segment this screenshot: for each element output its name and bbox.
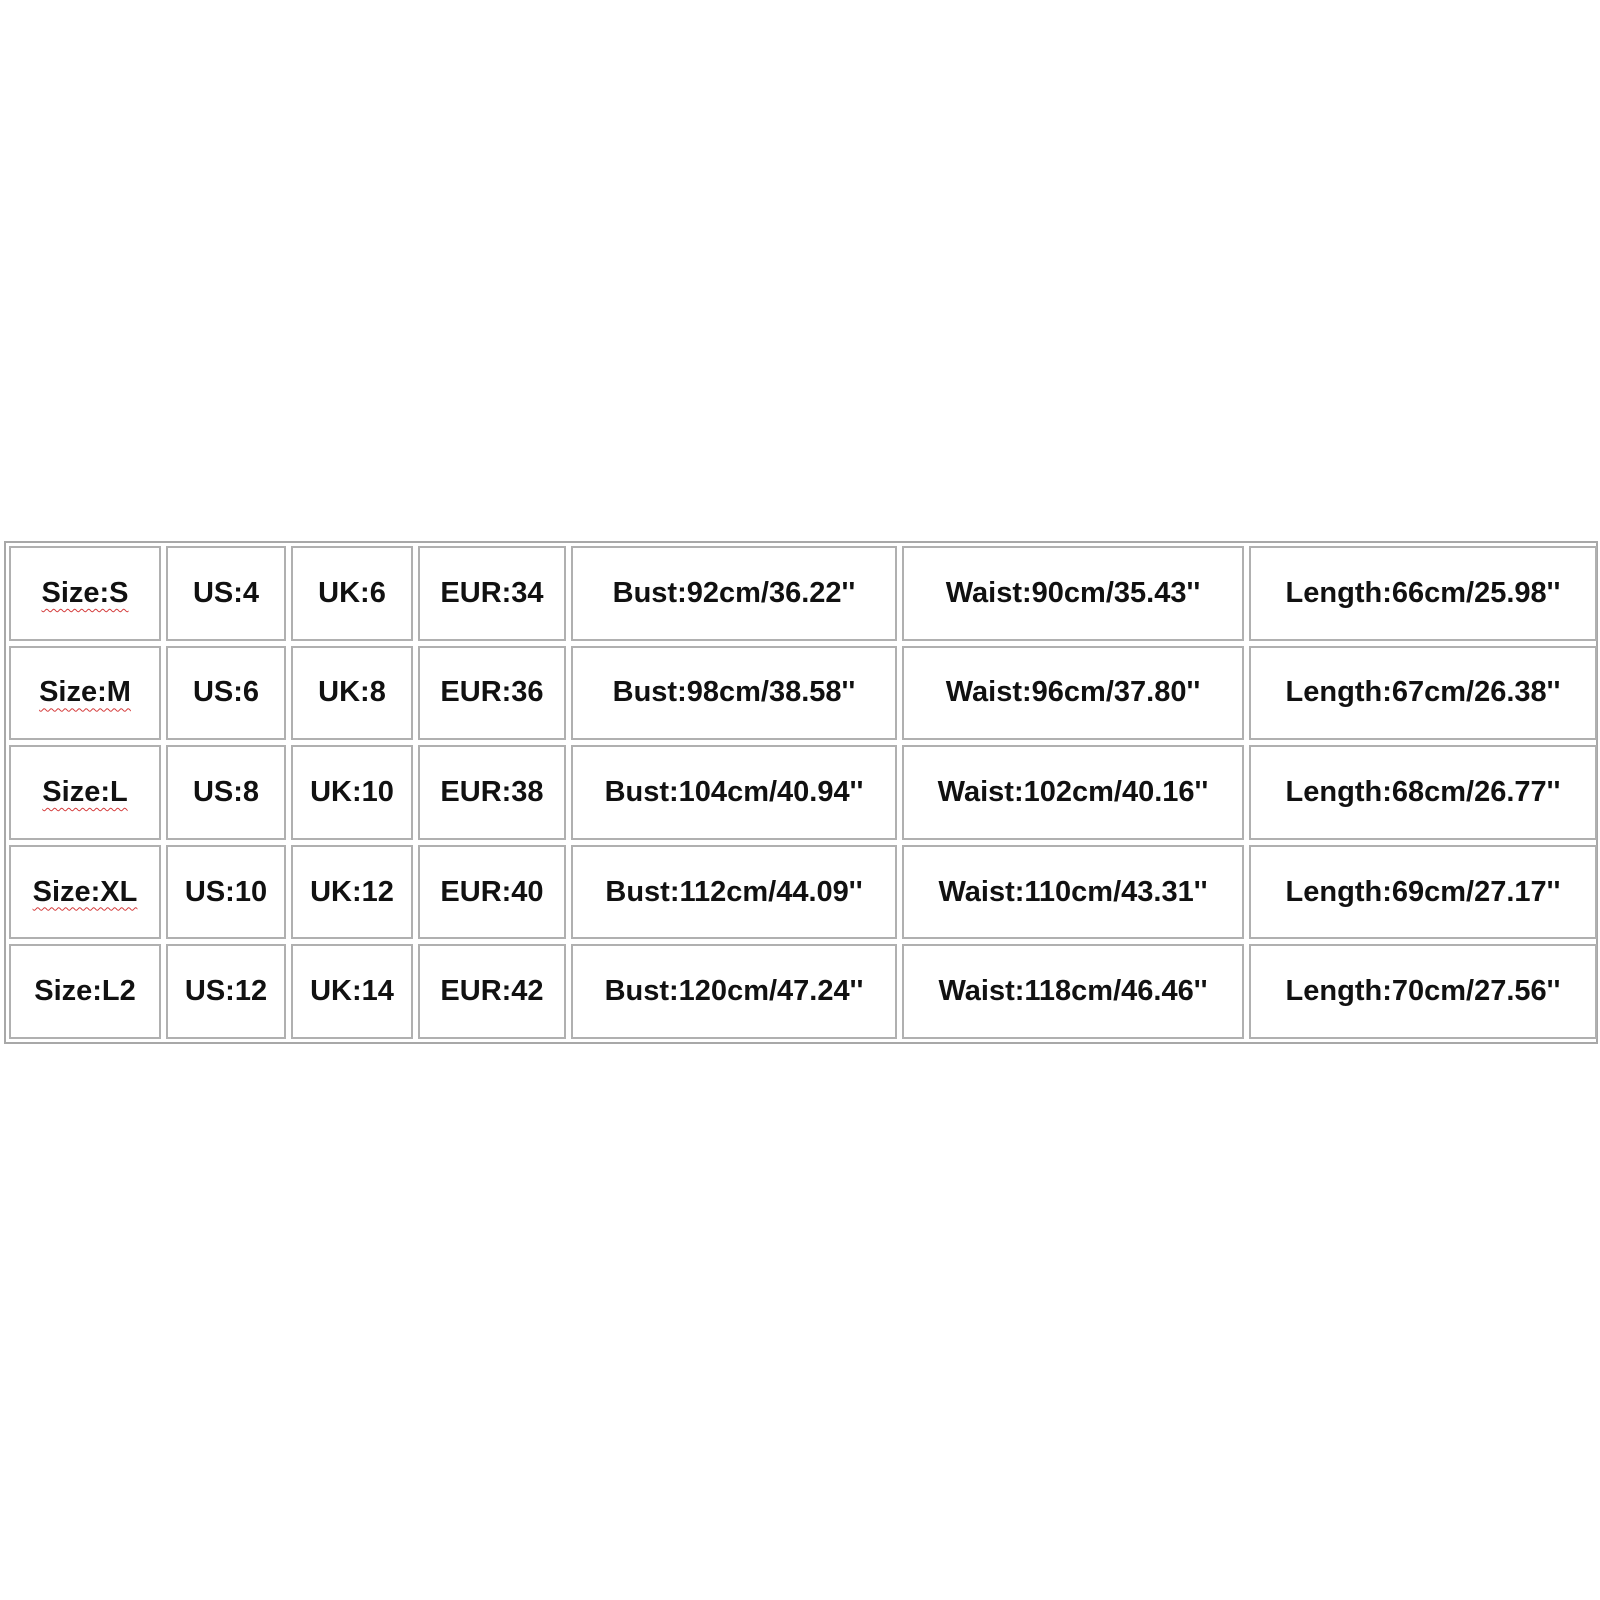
us-size-cell: US:12: [166, 944, 286, 1039]
size-cell: Size:M: [9, 645, 161, 741]
size-chart-table: Size:S US:4 UK:6 EUR:34 Bust:92cm/36.22'…: [4, 541, 1600, 1044]
length-cell: Length:67cm/26.38'': [1249, 645, 1597, 741]
bust-cell: Bust:98cm/38.58'': [571, 645, 897, 741]
uk-size-cell: UK:8: [291, 645, 413, 741]
bust-cell: Bust:112cm/44.09'': [571, 844, 897, 940]
size-label: Size:L: [42, 775, 128, 808]
waist-cell: Waist:110cm/43.31'': [902, 844, 1244, 940]
size-cell: Size:L2: [9, 944, 161, 1039]
eur-size-cell: EUR:36: [418, 645, 566, 741]
uk-size-cell: UK:10: [291, 745, 413, 840]
us-size-cell: US:8: [166, 745, 286, 840]
bust-cell: Bust:120cm/47.24'': [571, 944, 897, 1039]
uk-size-cell: UK:6: [291, 546, 413, 641]
table-row: Size:M US:6 UK:8 EUR:36 Bust:98cm/38.58'…: [9, 645, 1597, 741]
size-cell: Size:XL: [9, 844, 161, 940]
table-row: Size:L2 US:12 UK:14 EUR:42 Bust:120cm/47…: [9, 944, 1597, 1039]
table-row: Size:L US:8 UK:10 EUR:38 Bust:104cm/40.9…: [9, 745, 1597, 840]
size-label: Size:XL: [32, 875, 138, 908]
table-row: Size:S US:4 UK:6 EUR:34 Bust:92cm/36.22'…: [9, 546, 1597, 641]
table-row: Size:XL US:10 UK:12 EUR:40 Bust:112cm/44…: [9, 844, 1597, 940]
length-cell: Length:69cm/27.17'': [1249, 844, 1597, 940]
uk-size-cell: UK:14: [291, 944, 413, 1039]
waist-cell: Waist:96cm/37.80'': [902, 645, 1244, 741]
us-size-cell: US:4: [166, 546, 286, 641]
eur-size-cell: EUR:42: [418, 944, 566, 1039]
size-label: Size:L2: [34, 975, 136, 1008]
us-size-cell: US:6: [166, 645, 286, 741]
eur-size-cell: EUR:40: [418, 844, 566, 940]
length-cell: Length:70cm/27.56'': [1249, 944, 1597, 1039]
waist-cell: Waist:102cm/40.16'': [902, 745, 1244, 840]
uk-size-cell: UK:12: [291, 844, 413, 940]
size-cell: Size:L: [9, 745, 161, 840]
length-cell: Length:66cm/25.98'': [1249, 546, 1597, 641]
length-cell: Length:68cm/26.77'': [1249, 745, 1597, 840]
bust-cell: Bust:92cm/36.22'': [571, 546, 897, 641]
waist-cell: Waist:90cm/35.43'': [902, 546, 1244, 641]
us-size-cell: US:10: [166, 844, 286, 940]
eur-size-cell: EUR:38: [418, 745, 566, 840]
size-chart: Size:S US:4 UK:6 EUR:34 Bust:92cm/36.22'…: [4, 541, 1598, 1044]
size-label: Size:S: [41, 576, 129, 609]
eur-size-cell: EUR:34: [418, 546, 566, 641]
size-cell: Size:S: [9, 546, 161, 641]
size-label: Size:M: [39, 676, 131, 709]
waist-cell: Waist:118cm/46.46'': [902, 944, 1244, 1039]
bust-cell: Bust:104cm/40.94'': [571, 745, 897, 840]
